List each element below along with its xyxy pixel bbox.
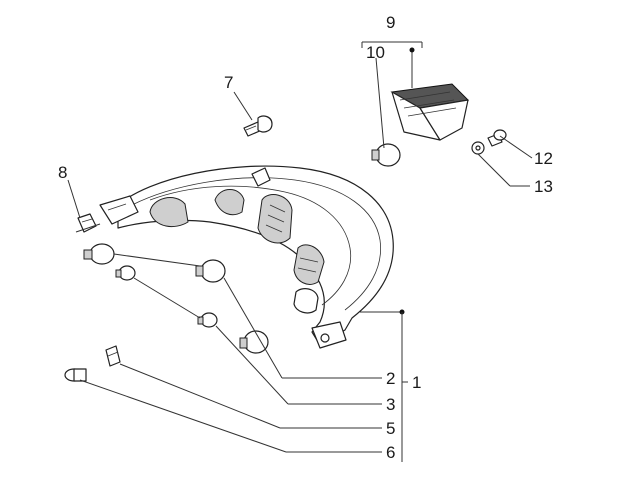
callout-7: 7 — [224, 73, 233, 92]
callout-13: 13 — [534, 177, 553, 196]
plate-light-part-9 — [390, 83, 470, 141]
bulb-a — [83, 243, 115, 265]
washer-part-13 — [471, 141, 485, 155]
plug-part-6 — [64, 368, 87, 382]
clip-part-5 — [105, 345, 121, 367]
callout-9: 9 — [386, 13, 395, 32]
callout-3: 3 — [386, 395, 395, 414]
callout-12: 12 — [534, 149, 553, 168]
callout-5: 5 — [386, 419, 395, 438]
callout-numbers: 7 8 9 10 12 13 1 2 3 5 6 — [58, 13, 553, 462]
bulb-c — [239, 330, 269, 354]
callout-6: 6 — [386, 443, 395, 462]
leader-lines — [67, 41, 533, 462]
small-bulb-a — [115, 265, 136, 281]
bulb-b — [195, 259, 226, 283]
callout-10: 10 — [366, 43, 385, 62]
clip-nut-part-8 — [77, 213, 97, 233]
callout-2: 2 — [386, 369, 395, 388]
bulb-part-10 — [371, 143, 401, 167]
tail-light-housing — [99, 165, 394, 349]
callout-8: 8 — [58, 163, 67, 182]
small-bulb-b — [197, 312, 218, 328]
callout-1: 1 — [412, 373, 421, 392]
screw-part-7 — [243, 115, 273, 137]
